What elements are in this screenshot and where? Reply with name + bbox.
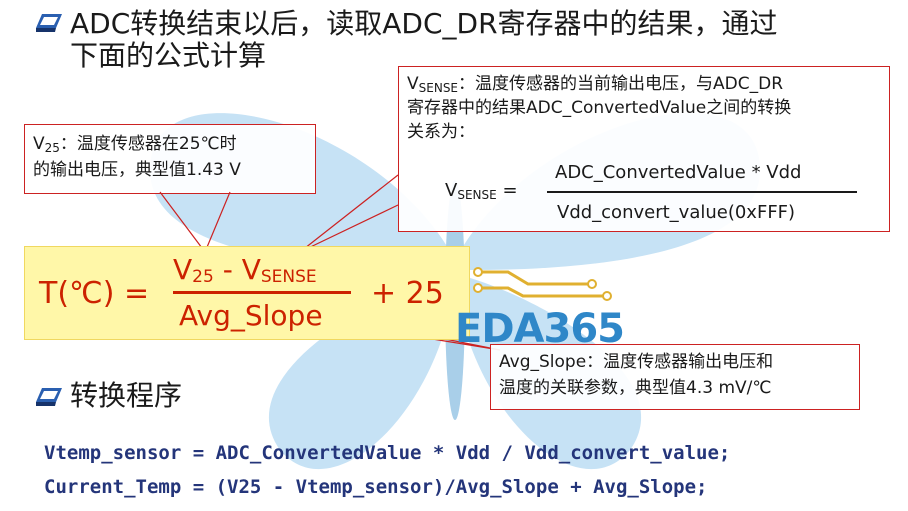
main-formula-denominator: Avg_Slope xyxy=(179,299,323,332)
main-formula-minus-v: - V xyxy=(213,253,261,286)
avg-slope-text-line2: 温度的关联参数，典型值4.3 mV/℃ xyxy=(499,378,772,398)
main-fraction-bar xyxy=(173,291,351,294)
vsense-label-sub: SENSE xyxy=(418,81,459,95)
section-bullet-icon xyxy=(36,388,62,406)
main-formula-v25: V xyxy=(173,253,193,286)
v25-text-line1: ：温度传感器在25℃时 xyxy=(59,134,237,154)
vsense-text-line2: 寄存器中的结果ADC_ConvertedValue之间的转换 xyxy=(407,98,792,118)
code-line-1: Vtemp_sensor = ADC_ConvertedValue * Vdd … xyxy=(44,442,731,464)
main-formula-lhs: T(℃) = xyxy=(39,276,150,311)
main-formula-sense-sub: SENSE xyxy=(260,267,317,287)
main-formula-plus: + 25 xyxy=(371,276,444,311)
vsense-formula-denominator: Vdd_convert_value(0xFFF) xyxy=(557,202,796,223)
avg-slope-text-line1: Avg_Slope：温度传感器输出电压和 xyxy=(499,352,774,372)
v25-label: V xyxy=(33,134,45,154)
vsense-formula-equals: = xyxy=(502,180,518,201)
v25-text-line2: 的输出电压，典型值1.43 V xyxy=(33,160,241,180)
watermark-logo: EDA365 xyxy=(455,306,625,352)
slide-title-line1: ADC转换结束以后，读取ADC_DR寄存器中的结果，通过 xyxy=(70,7,778,40)
main-formula-v25-sub: 25 xyxy=(192,267,214,287)
vsense-formula-numerator: ADC_ConvertedValue * Vdd xyxy=(555,162,802,183)
slide-title-line2: 下面的公式计算 xyxy=(70,39,267,72)
avg-slope-callout: Avg_Slope：温度传感器输出电压和 温度的关联参数，典型值4.3 mV/℃ xyxy=(490,344,860,410)
vsense-text-line3: 关系为： xyxy=(407,122,475,142)
vsense-formula-lhs-sub: SENSE xyxy=(457,188,497,202)
v25-callout: V25：温度传感器在25℃时 的输出电压，典型值1.43 V xyxy=(24,124,316,194)
main-formula-box: T(℃) = V25 - VSENSE Avg_Slope + 25 xyxy=(24,246,470,340)
v25-label-sub: 25 xyxy=(44,141,60,155)
vsense-label: V xyxy=(407,74,419,94)
section-heading: 转换程序 xyxy=(70,379,183,412)
slide-bullet-icon xyxy=(36,14,62,32)
circuit-logo-icon xyxy=(473,267,612,301)
vsense-text-line1: ：温度传感器的当前输出电压，与ADC_DR xyxy=(458,74,784,94)
code-line-2: Current_Temp = (V25 - Vtemp_sensor)/Avg_… xyxy=(44,476,708,498)
vsense-fraction-bar xyxy=(547,191,857,193)
vsense-formula-lhs: V xyxy=(445,180,458,201)
vsense-callout: VSENSE：温度传感器的当前输出电压，与ADC_DR 寄存器中的结果ADC_C… xyxy=(398,66,890,232)
